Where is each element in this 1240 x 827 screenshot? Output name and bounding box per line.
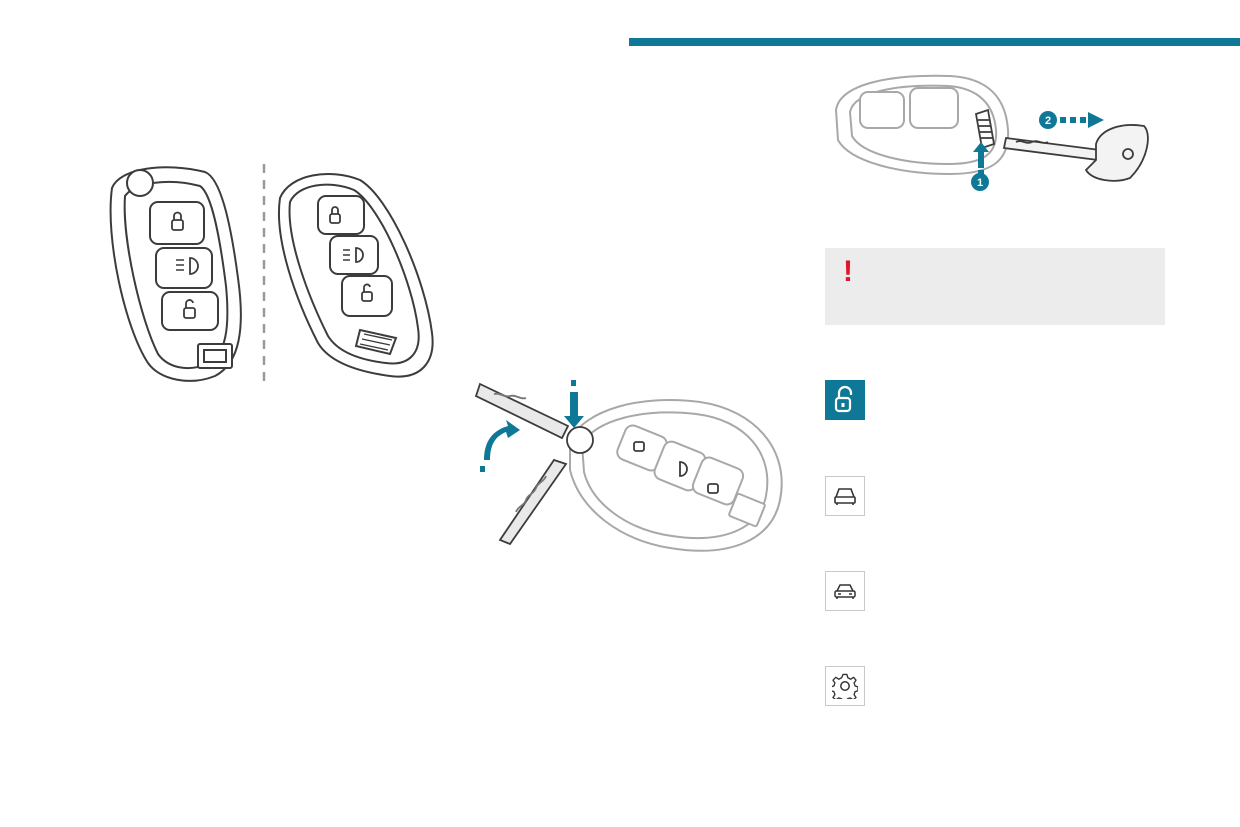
section-header-bar — [629, 38, 1240, 46]
car-front-detailed-icon — [825, 571, 865, 611]
folding-key-drawing — [109, 166, 242, 382]
key-blade-fold-illustration — [474, 380, 783, 552]
warning-exclamation-icon: ! — [843, 255, 853, 288]
key-remotes-illustration — [109, 164, 434, 384]
step-2-badge-label: 2 — [1045, 115, 1051, 127]
unlock-padlock-icon — [825, 380, 865, 420]
warning-panel: ! — [825, 248, 1165, 325]
smart-key-drawing — [278, 173, 434, 378]
gear-icon — [825, 666, 865, 706]
step-1-badge-label: 1 — [977, 177, 983, 189]
emergency-key-extraction-illustration: 1 2 — [834, 74, 1149, 191]
car-front-outline-icon — [825, 476, 865, 516]
